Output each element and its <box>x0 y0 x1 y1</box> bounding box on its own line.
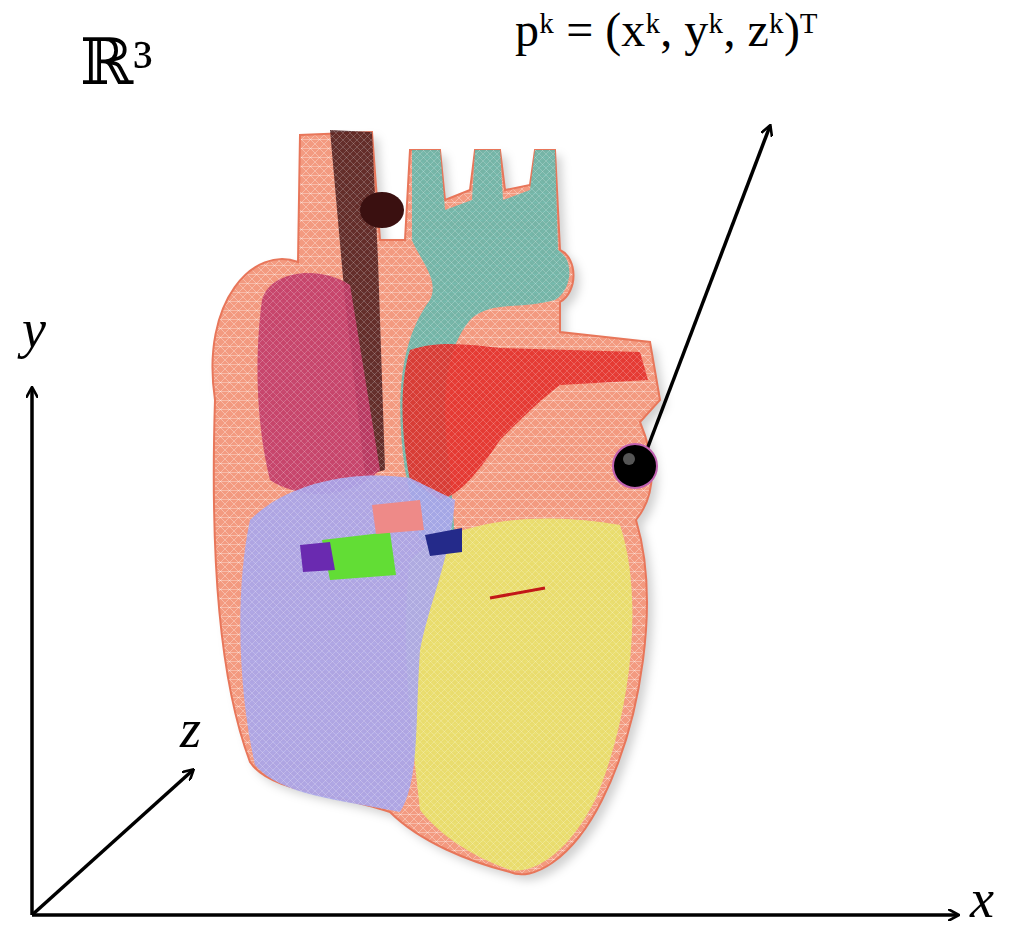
axis-label: z <box>180 700 201 759</box>
axis-label: x <box>970 870 994 929</box>
point-formula: pᵏ = (xᵏ, yᵏ, zᵏ)ᵀ <box>515 4 817 57</box>
space-label: ℝ³ <box>80 28 152 98</box>
mesh-point <box>613 444 657 488</box>
axis-label: y <box>22 300 46 359</box>
leader-line <box>646 126 770 452</box>
